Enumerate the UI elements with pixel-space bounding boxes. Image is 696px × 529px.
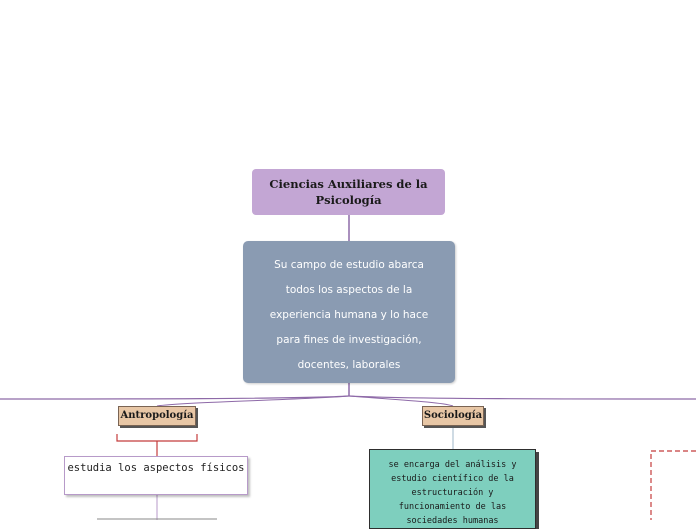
description-node[interactable]: Su campo de estudio abarca todos los asp… (243, 241, 455, 383)
sociologia-detail-node[interactable]: se encarga del análisis y estudio cientí… (369, 449, 536, 529)
sociologia-detail-text: se encarga del análisis y estudio cientí… (388, 460, 517, 526)
branch-antropologia[interactable]: Antropología (118, 406, 196, 426)
description-text: Su campo de estudio abarca todos los asp… (269, 259, 429, 371)
root-title: Ciencias Auxiliares de la Psicología (269, 177, 428, 207)
antropologia-detail-text: estudia los aspectos físicos (67, 462, 245, 474)
root-node[interactable]: Ciencias Auxiliares de la Psicología (252, 169, 445, 215)
branch-label: Antropología (120, 410, 194, 421)
branch-sociologia[interactable]: Sociología (422, 406, 484, 426)
antropologia-detail-node[interactable]: estudia los aspectos físicos (64, 456, 248, 495)
branch-label: Sociología (423, 410, 483, 421)
